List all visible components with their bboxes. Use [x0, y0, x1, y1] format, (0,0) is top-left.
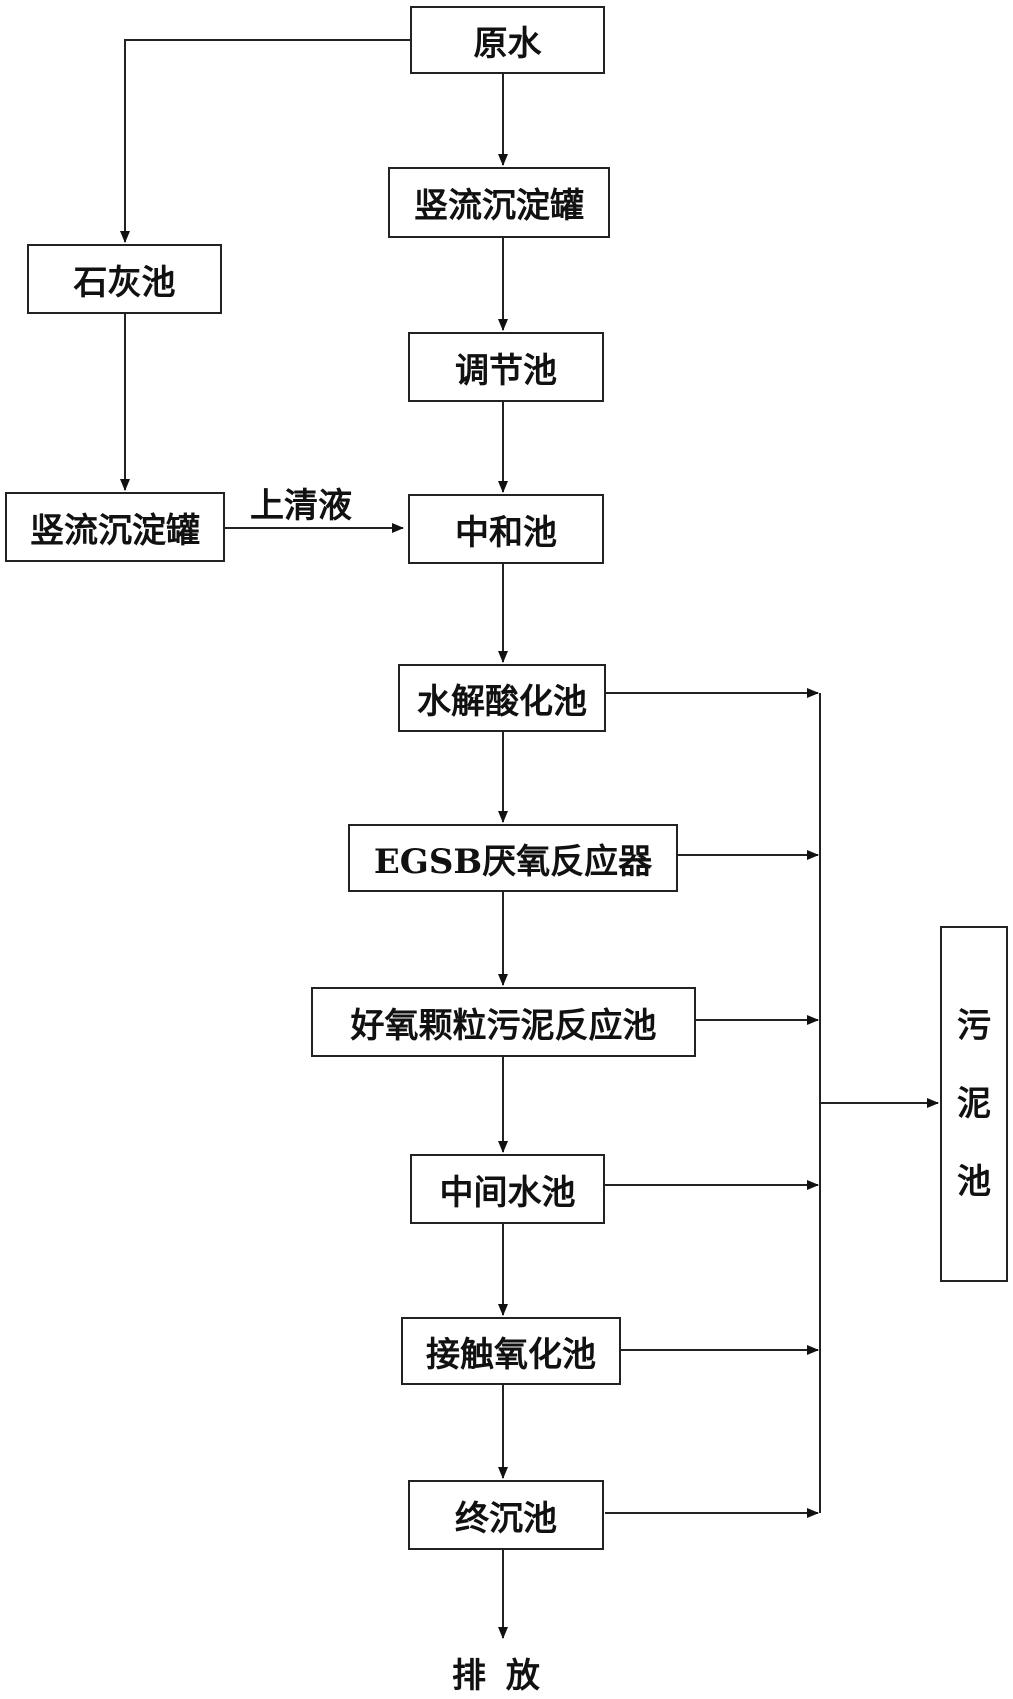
aerobic-granular-tank-box: 好氧颗粒污泥反应池: [311, 987, 696, 1057]
raw-water-box: 原水: [410, 6, 605, 74]
hydrolysis-tank-box: 水解酸化池: [398, 664, 606, 732]
contact-oxidation-tank-box: 接触氧化池: [401, 1317, 621, 1385]
final-settling-tank-box: 终沉池: [408, 1480, 604, 1550]
lime-tank-box: 石灰池: [27, 244, 222, 314]
egsb-reactor-label: EGSB厌氧反应器: [373, 841, 653, 882]
settling-tank-side-label: 竖流沉淀罐: [30, 510, 200, 551]
lime-tank-label: 石灰池: [73, 262, 176, 303]
sludge-tank-box: 污 泥 池: [940, 926, 1008, 1282]
sludge-tank-char-3: 池: [957, 1162, 991, 1202]
neutralization-tank-box: 中和池: [408, 494, 604, 564]
egsb-reactor-box: EGSB厌氧反应器: [348, 824, 678, 892]
raw-water-label: 原水: [473, 23, 542, 64]
settling-tank-main-label: 竖流沉淀罐: [414, 186, 584, 226]
final-settling-tank-label: 终沉池: [455, 1498, 557, 1539]
regulating-tank-label: 调节池: [455, 350, 557, 391]
neutralization-tank-label: 中和池: [455, 512, 557, 553]
hydrolysis-tank-label: 水解酸化池: [417, 681, 587, 722]
sludge-tank-char-1: 污: [957, 1006, 991, 1046]
intermediate-tank-label: 中间水池: [439, 1172, 576, 1213]
intermediate-tank-box: 中间水池: [410, 1154, 605, 1224]
sludge-tank-char-2: 泥: [957, 1084, 991, 1124]
aerobic-granular-tank-label: 好氧颗粒污泥反应池: [350, 1005, 657, 1046]
settling-tank-side-box: 竖流沉淀罐: [5, 492, 225, 562]
settling-tank-main-box: 竖流沉淀罐: [388, 167, 610, 238]
contact-oxidation-tank-label: 接触氧化池: [426, 1334, 596, 1375]
discharge-label: 排 放: [452, 1656, 544, 1696]
regulating-tank-box: 调节池: [408, 332, 604, 402]
supernatant-label: 上清液: [250, 486, 352, 526]
arrow-raw-to-lime: [120, 39, 410, 243]
